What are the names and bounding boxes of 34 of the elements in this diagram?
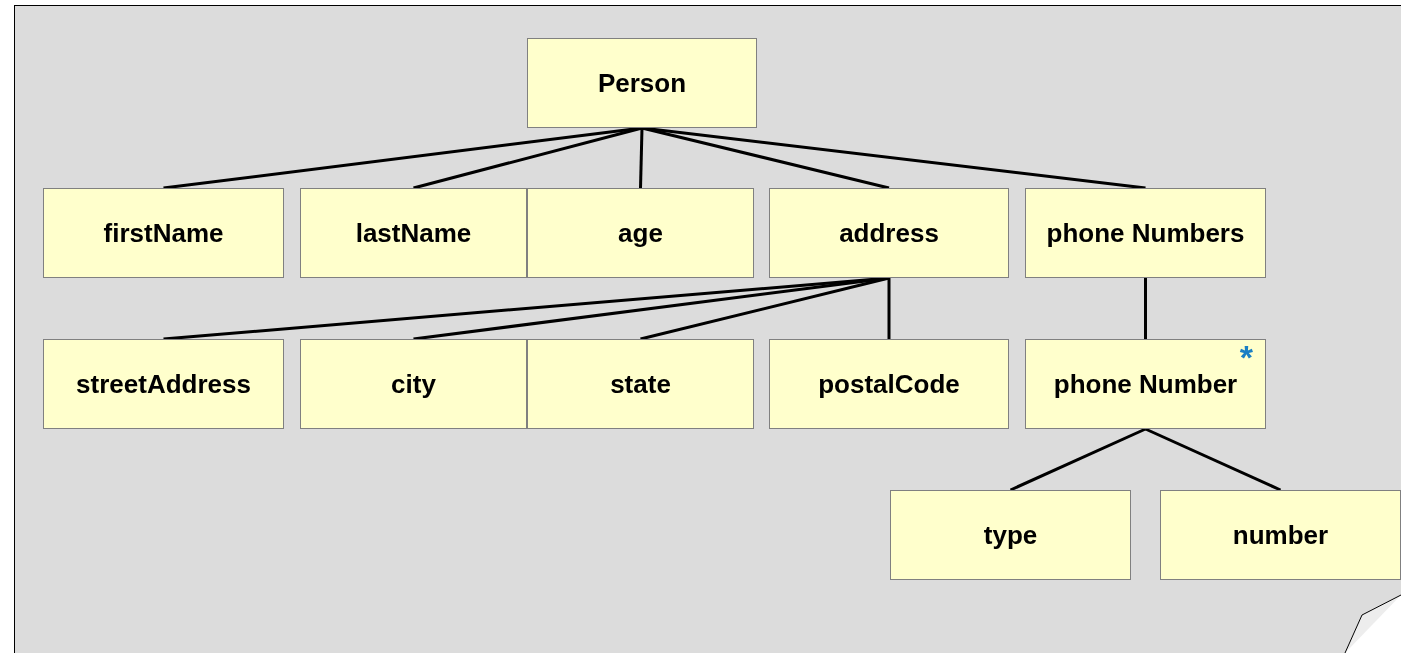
node-label: type — [983, 520, 1038, 550]
tree-node-box — [1025, 188, 1266, 278]
tree-node-box — [1160, 490, 1401, 580]
connector-line — [1144, 278, 1147, 339]
node-label: address — [839, 218, 939, 248]
node-label: state — [610, 369, 671, 399]
node-label: city — [391, 369, 436, 399]
connector-line — [1009, 427, 1147, 492]
connector-line — [639, 127, 644, 189]
tree-node-box — [1025, 339, 1266, 429]
node-label: firstName — [103, 218, 224, 248]
node-label: age — [618, 218, 663, 248]
node-label: postalCode — [818, 369, 960, 399]
connector-line — [1144, 427, 1282, 492]
node-label: number — [1232, 520, 1329, 550]
tree-node-box — [527, 38, 757, 128]
tree-node-box — [769, 339, 1009, 429]
node-label: phone Numbers — [1046, 218, 1245, 248]
node-label: phone Number — [1053, 369, 1238, 399]
node-label: Person — [597, 68, 687, 98]
node-label: lastName — [355, 218, 472, 248]
tree-node-box — [527, 188, 754, 278]
tree-node-box — [890, 490, 1131, 580]
multiplicity-mark: * — [1239, 340, 1253, 374]
connector-line — [887, 278, 891, 339]
tree-node-box — [769, 188, 1009, 278]
tree-node-box — [43, 188, 284, 278]
connector-line — [413, 126, 643, 190]
tree-node-box — [43, 339, 284, 429]
tree-node-box — [300, 339, 527, 429]
node-label: streetAddress — [76, 369, 251, 399]
tree-node-box — [300, 188, 527, 278]
connector-line — [640, 276, 890, 341]
tree-node-box — [527, 339, 754, 429]
